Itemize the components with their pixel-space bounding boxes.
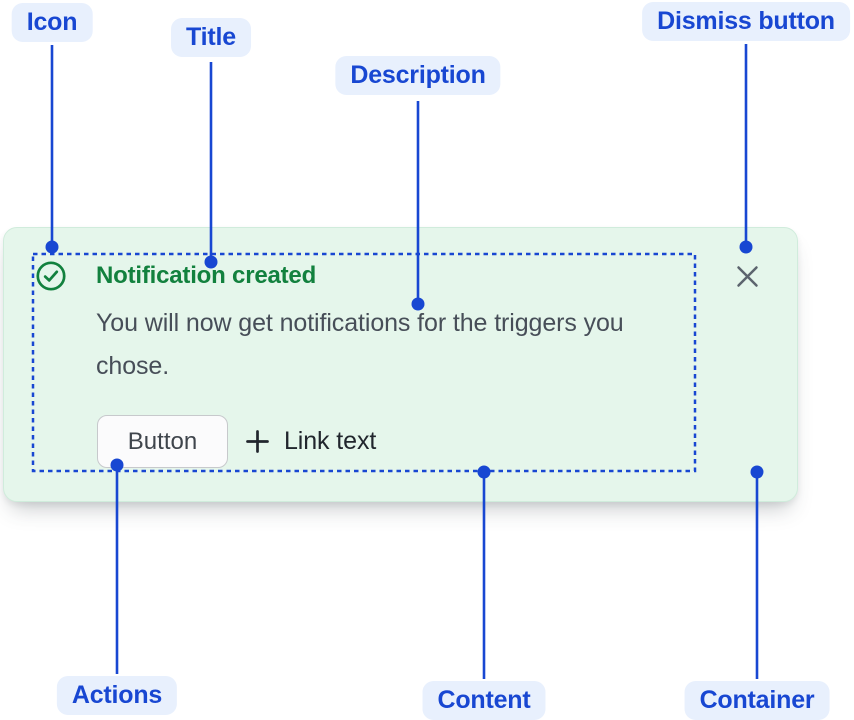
check-circle-icon: [36, 261, 66, 291]
flag-link[interactable]: Link text: [244, 415, 376, 468]
annotation-label-icon: Icon: [11, 3, 93, 42]
annotation-label-description: Description: [335, 56, 501, 95]
flag-link-label: Link text: [284, 427, 377, 455]
flag-description: You will now get notifications for the t…: [96, 309, 624, 380]
annotation-label-actions: Actions: [56, 676, 178, 715]
annotation-label-title: Title: [171, 18, 251, 57]
dismiss-button[interactable]: [726, 256, 768, 296]
plus-icon: [246, 430, 269, 453]
annotation-label-content: Content: [422, 681, 546, 720]
flag-title: Notification created: [96, 262, 317, 289]
annotation-label-dismiss: Dismiss button: [642, 2, 850, 41]
flag-action-button[interactable]: Button: [97, 415, 228, 468]
close-icon: [736, 265, 758, 287]
annotation-label-container: Container: [684, 681, 830, 720]
